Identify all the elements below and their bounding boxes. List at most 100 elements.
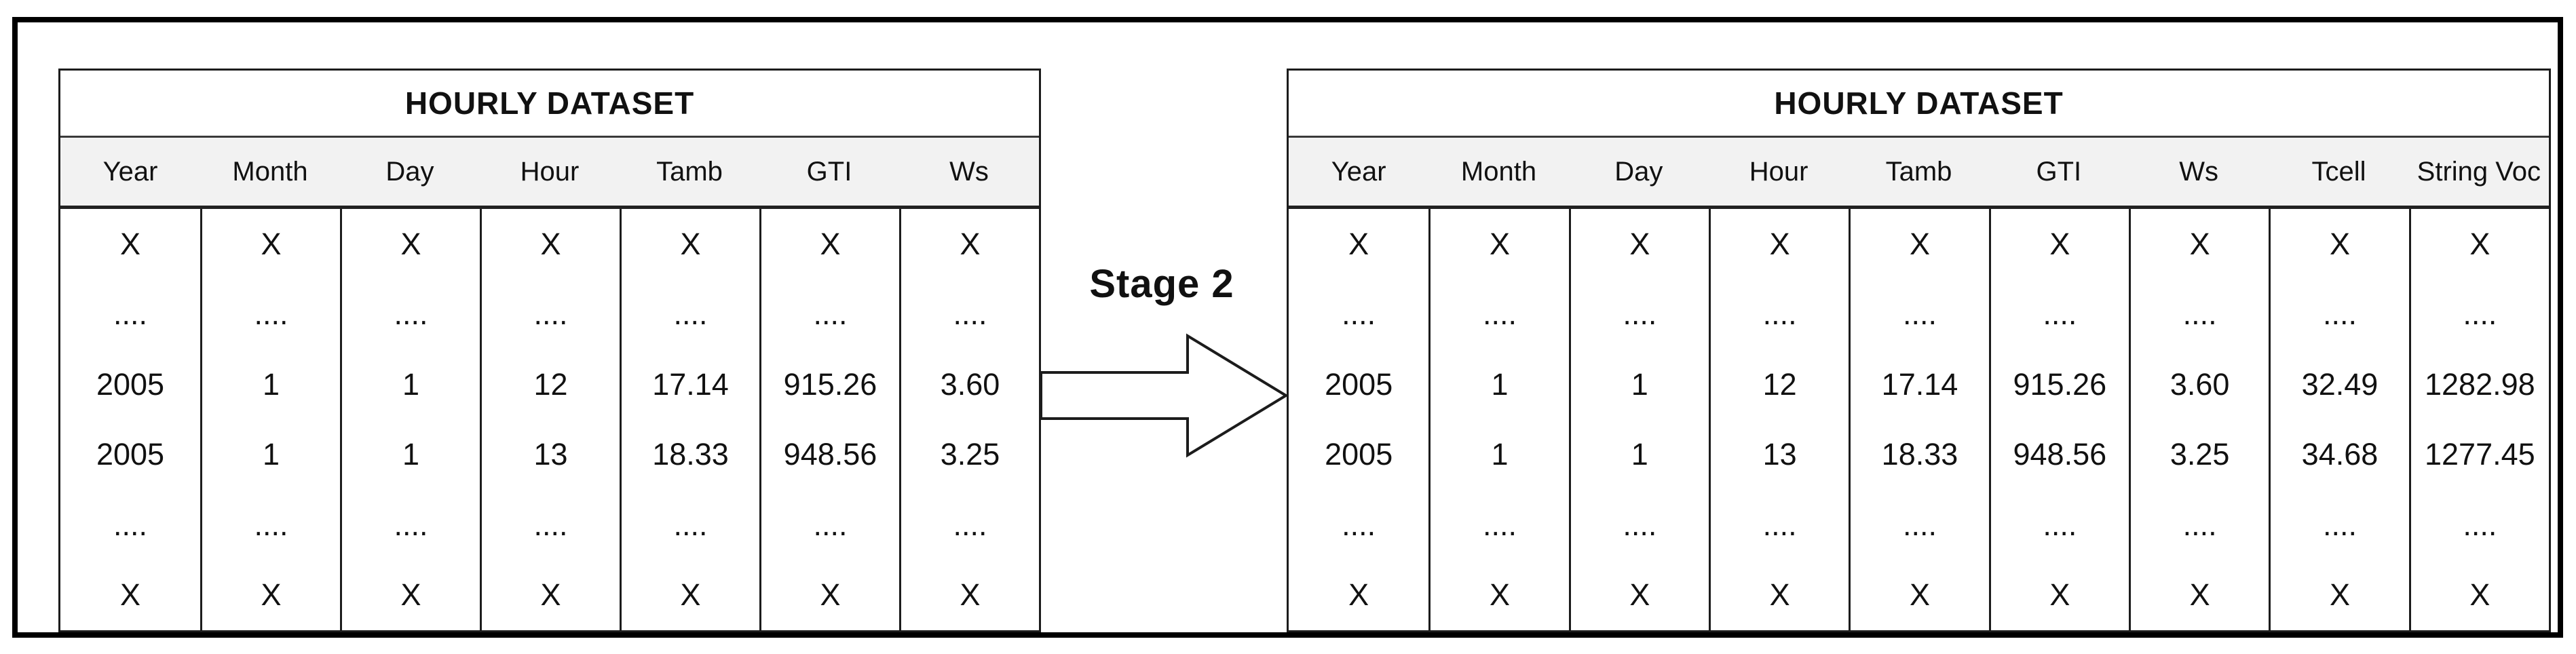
column-header-ws: Ws [2179,156,2219,187]
table-cell: 34.68 [2269,419,2408,490]
table-title: HOURLY DATASET [1289,71,2549,138]
table-cell: 3.60 [899,349,1039,420]
column-header-year: Year [1331,156,1386,187]
table-cell: .... [2269,490,2408,560]
table-cell: .... [340,279,480,349]
table-cell: X [620,209,759,280]
column-header-year: Year [102,156,158,187]
outer-frame: HOURLY DATASET Year Month Day Hour Tamb GTI Ws… [12,17,2563,638]
table-cell: .... [2408,490,2549,560]
table-cell: X [1988,209,2129,280]
table-cell: X [1708,560,1849,630]
table-cell: 1 [340,419,480,490]
table-cell: X [480,209,620,280]
table-cell: X [2408,560,2549,630]
table-cell: X [1568,209,1709,280]
table-cell: .... [1849,279,1988,349]
column-header-tcell: Tcell [2311,156,2366,187]
table-cell: 12 [1708,349,1849,420]
table-cell: .... [1988,490,2129,560]
table-cell: X [2269,560,2408,630]
column-header-ws: Ws [949,156,989,187]
table-cell: .... [2269,279,2408,349]
column-header-hour: Hour [1749,156,1808,187]
table-cell: 13 [480,419,620,490]
stage-label: Stage 2 [1089,262,1234,306]
table-cell: .... [899,279,1039,349]
table-cell: X [759,560,899,630]
column-header-gti: GTI [806,156,852,187]
table-cell: 2005 [1325,437,1393,472]
table-cell: .... [759,279,899,349]
stage-arrow-icon [1040,333,1289,458]
table-cell: 3.60 [2128,349,2269,420]
column-header-month: Month [1460,156,1537,187]
table-cell: X [1849,560,1988,630]
table-cell: 18.33 [1849,419,1988,490]
table-cell: 1282.98 [2408,349,2549,420]
table-cell: X [119,226,140,261]
table-cell: .... [2128,279,2269,349]
table-cell: 1 [1428,349,1568,420]
table-cell: 12 [480,349,620,420]
table-cell: .... [2408,279,2549,349]
table-cell: 1 [1568,419,1709,490]
table-cell: X [1428,560,1568,630]
table-cell: .... [200,490,340,560]
table-cell: .... [1568,279,1709,349]
table-cell: X [1568,560,1709,630]
table-cell: 13 [1708,419,1849,490]
table-cell: X [2128,560,2269,630]
table-cell: X [1428,209,1568,280]
table-cell: .... [1568,490,1709,560]
table-cell: .... [899,490,1039,560]
table-cell: .... [759,490,899,560]
table-cell: 3.25 [2128,419,2269,490]
table-cell: .... [620,490,759,560]
column-header-tamb: Tamb [656,156,723,187]
table-cell: .... [1708,490,1849,560]
table-cell: .... [620,279,759,349]
table-cell: 32.49 [2269,349,2408,420]
table-cell: X [1348,577,1369,613]
table-cell: X [340,209,480,280]
table-cell: 948.56 [759,419,899,490]
column-header-string-voc: String Voc [2417,156,2541,187]
table-cell: 3.25 [899,419,1039,490]
table-cell: .... [1342,507,1376,542]
table-cell: 17.14 [1849,349,1988,420]
table-cell: 2005 [96,366,165,402]
table-cell: 1 [200,349,340,420]
table-cell: X [200,209,340,280]
table-cell: X [2269,209,2408,280]
table-cell: 2005 [1325,366,1393,402]
table-title: HOURLY DATASET [60,71,1039,138]
column-header-tamb: Tamb [1885,156,1952,187]
table-cell: 18.33 [620,419,759,490]
table-cell: .... [1342,296,1376,332]
table-cell: 1 [340,349,480,420]
table-cell: 2005 [96,437,165,472]
table-cell: 1 [1568,349,1709,420]
table-cell: X [899,560,1039,630]
table-cell: X [340,560,480,630]
column-header-month: Month [232,156,308,187]
column-header-day: Day [385,156,434,187]
table-cell: 915.26 [759,349,899,420]
table-cell: X [899,209,1039,280]
table-cell: 915.26 [1988,349,2129,420]
table-cell: .... [340,490,480,560]
table-cell: .... [480,279,620,349]
table-cell: 1277.45 [2408,419,2549,490]
table-cell: X [1988,560,2129,630]
table-cell: .... [2128,490,2269,560]
table-cell: .... [113,507,147,542]
table-cell: 1 [200,419,340,490]
table-cell: .... [1428,279,1568,349]
